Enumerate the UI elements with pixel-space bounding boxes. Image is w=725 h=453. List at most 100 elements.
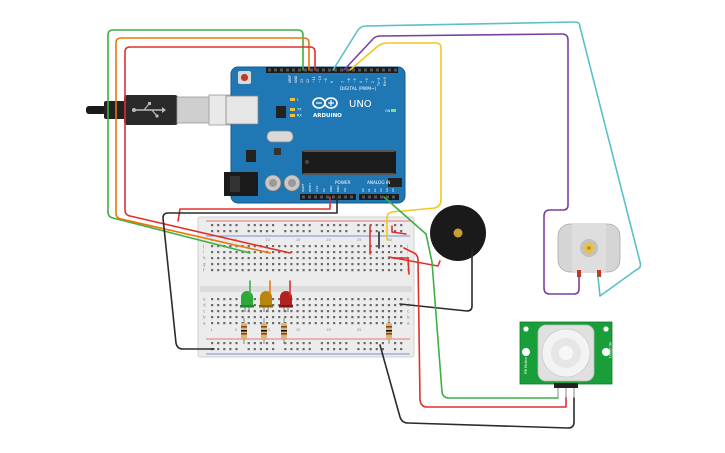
terminal-hole[interactable]	[326, 310, 330, 313]
rail-hole[interactable]	[345, 224, 348, 227]
rail-hole[interactable]	[211, 230, 214, 233]
terminal-hole[interactable]	[394, 263, 397, 266]
terminal-hole[interactable]	[223, 316, 226, 319]
rail-hole[interactable]	[290, 348, 293, 351]
terminal-hole[interactable]	[278, 263, 281, 266]
terminal-hole[interactable]	[308, 322, 311, 325]
rail-hole[interactable]	[223, 342, 226, 345]
terminal-hole[interactable]	[357, 310, 360, 313]
terminal-hole[interactable]	[272, 322, 275, 325]
rail-hole[interactable]	[272, 348, 275, 351]
terminal-hole[interactable]	[235, 263, 238, 266]
rail-hole[interactable]	[326, 224, 330, 227]
terminal-hole[interactable]	[326, 257, 330, 260]
terminal-hole[interactable]	[211, 316, 214, 319]
terminal-hole[interactable]	[211, 298, 214, 301]
terminal-hole[interactable]	[247, 316, 250, 319]
terminal-hole[interactable]	[326, 269, 330, 272]
rail-hole[interactable]	[320, 224, 323, 227]
terminal-hole[interactable]	[290, 322, 293, 325]
terminal-hole[interactable]	[302, 304, 305, 307]
terminal-hole[interactable]	[375, 245, 378, 248]
terminal-hole[interactable]	[247, 245, 250, 248]
rail-hole[interactable]	[284, 224, 287, 227]
pir-motion-sensor[interactable]: PIR Motion HC-SR501	[519, 321, 613, 398]
terminal-hole[interactable]	[351, 251, 354, 254]
rail-hole[interactable]	[211, 342, 214, 345]
terminal-hole[interactable]	[387, 245, 391, 248]
rail-hole[interactable]	[296, 342, 299, 345]
terminal-hole[interactable]	[326, 304, 330, 307]
terminal-hole[interactable]	[357, 304, 360, 307]
terminal-hole[interactable]	[302, 310, 305, 313]
header-pin-hole[interactable]	[350, 195, 353, 199]
rail-hole[interactable]	[290, 230, 293, 233]
terminal-hole[interactable]	[235, 257, 238, 260]
terminal-hole[interactable]	[394, 310, 397, 313]
rail-hole[interactable]	[302, 224, 305, 227]
terminal-hole[interactable]	[381, 304, 384, 307]
rail-hole[interactable]	[375, 230, 378, 233]
terminal-hole[interactable]	[217, 310, 220, 313]
terminal-hole[interactable]	[394, 316, 397, 319]
terminal-hole[interactable]	[357, 251, 360, 254]
rail-hole[interactable]	[326, 342, 330, 345]
wire-red-rail-2[interactable]	[391, 225, 407, 235]
terminal-hole[interactable]	[345, 269, 348, 272]
terminal-hole[interactable]	[381, 263, 384, 266]
wire-black-pir[interactable]	[379, 344, 575, 429]
terminal-hole[interactable]	[363, 257, 366, 260]
terminal-hole[interactable]	[229, 298, 232, 301]
terminal-hole[interactable]	[247, 257, 250, 260]
header-pin-hole[interactable]	[344, 195, 347, 199]
terminal-hole[interactable]	[369, 310, 372, 313]
led-red[interactable]	[279, 291, 293, 312]
terminal-hole[interactable]	[387, 316, 391, 319]
rail-hole[interactable]	[308, 224, 311, 227]
terminal-hole[interactable]	[241, 257, 244, 260]
terminal-hole[interactable]	[314, 310, 317, 313]
terminal-hole[interactable]	[314, 263, 317, 266]
terminal-hole[interactable]	[265, 263, 269, 266]
header-pin-hole[interactable]	[316, 68, 319, 72]
terminal-hole[interactable]	[375, 316, 378, 319]
terminal-hole[interactable]	[387, 304, 391, 307]
header-pin-hole[interactable]	[332, 195, 335, 199]
rail-hole[interactable]	[259, 342, 262, 345]
terminal-hole[interactable]	[296, 316, 299, 319]
rail-hole[interactable]	[272, 342, 275, 345]
terminal-hole[interactable]	[351, 269, 354, 272]
rail-hole[interactable]	[272, 224, 275, 227]
terminal-hole[interactable]	[363, 298, 366, 301]
terminal-hole[interactable]	[272, 310, 275, 313]
rail-hole[interactable]	[339, 230, 342, 233]
terminal-hole[interactable]	[278, 251, 281, 254]
terminal-hole[interactable]	[259, 316, 262, 319]
rail-hole[interactable]	[235, 230, 238, 233]
terminal-hole[interactable]	[326, 251, 330, 254]
terminal-hole[interactable]	[296, 251, 299, 254]
rail-hole[interactable]	[363, 230, 366, 233]
terminal-hole[interactable]	[247, 322, 250, 325]
terminal-hole[interactable]	[314, 298, 317, 301]
terminal-hole[interactable]	[333, 263, 336, 266]
header-pin-hole[interactable]	[308, 195, 311, 199]
header-pin-hole[interactable]	[302, 195, 305, 199]
terminal-hole[interactable]	[381, 245, 384, 248]
terminal-hole[interactable]	[296, 298, 299, 301]
terminal-hole[interactable]	[375, 304, 378, 307]
terminal-hole[interactable]	[278, 245, 281, 248]
terminal-hole[interactable]	[314, 316, 317, 319]
header-pin-hole[interactable]	[362, 195, 365, 199]
terminal-hole[interactable]	[229, 251, 232, 254]
rail-hole[interactable]	[345, 342, 348, 345]
wire-purple-motor[interactable]	[343, 33, 580, 295]
terminal-hole[interactable]	[211, 263, 214, 266]
terminal-hole[interactable]	[351, 257, 354, 260]
header-pin-hole[interactable]	[382, 68, 385, 72]
wire-red-pin11[interactable]	[124, 46, 316, 254]
resistor-4[interactable]	[386, 318, 392, 344]
wire-red-5v[interactable]	[177, 196, 331, 222]
terminal-hole[interactable]	[302, 322, 305, 325]
rail-hole[interactable]	[211, 224, 214, 227]
